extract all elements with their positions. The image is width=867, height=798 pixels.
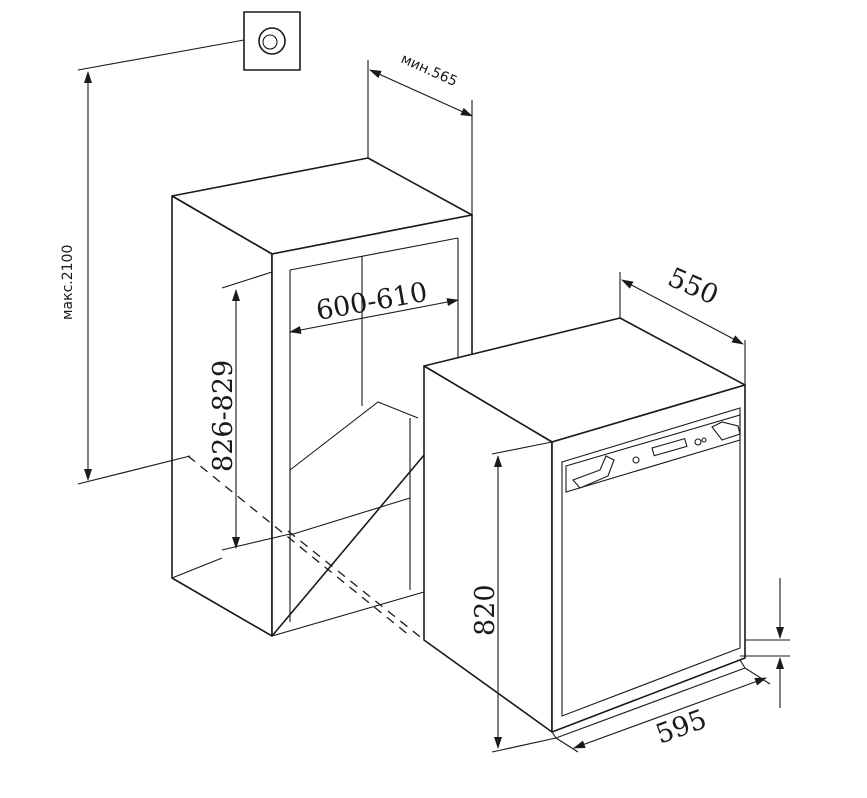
- control-knob-icon: [632, 456, 640, 464]
- control-display: [651, 437, 688, 457]
- projection-lines: [187, 455, 425, 641]
- power-socket-icon: [243, 11, 301, 71]
- door-handle-right: [711, 421, 741, 441]
- niche-height-label: 826-829: [208, 360, 239, 472]
- max-height-label: макс.2100: [60, 245, 76, 320]
- dimension-unit-height: 820: [470, 441, 557, 753]
- control-knob-icon: [701, 437, 707, 443]
- min-depth-label: мин.565: [398, 51, 459, 90]
- unit-height-label: 820: [470, 584, 501, 636]
- control-knob-icon: [694, 438, 702, 446]
- door-handle-left: [572, 455, 615, 489]
- unit-depth-label: 550: [663, 262, 723, 311]
- dimension-niche-height: 826-829: [208, 271, 291, 551]
- appliance: [423, 317, 746, 739]
- dimension-max-height: макс.2100: [60, 39, 245, 485]
- dimension-plinth: [740, 578, 790, 708]
- unit-width-label: 595: [652, 704, 711, 751]
